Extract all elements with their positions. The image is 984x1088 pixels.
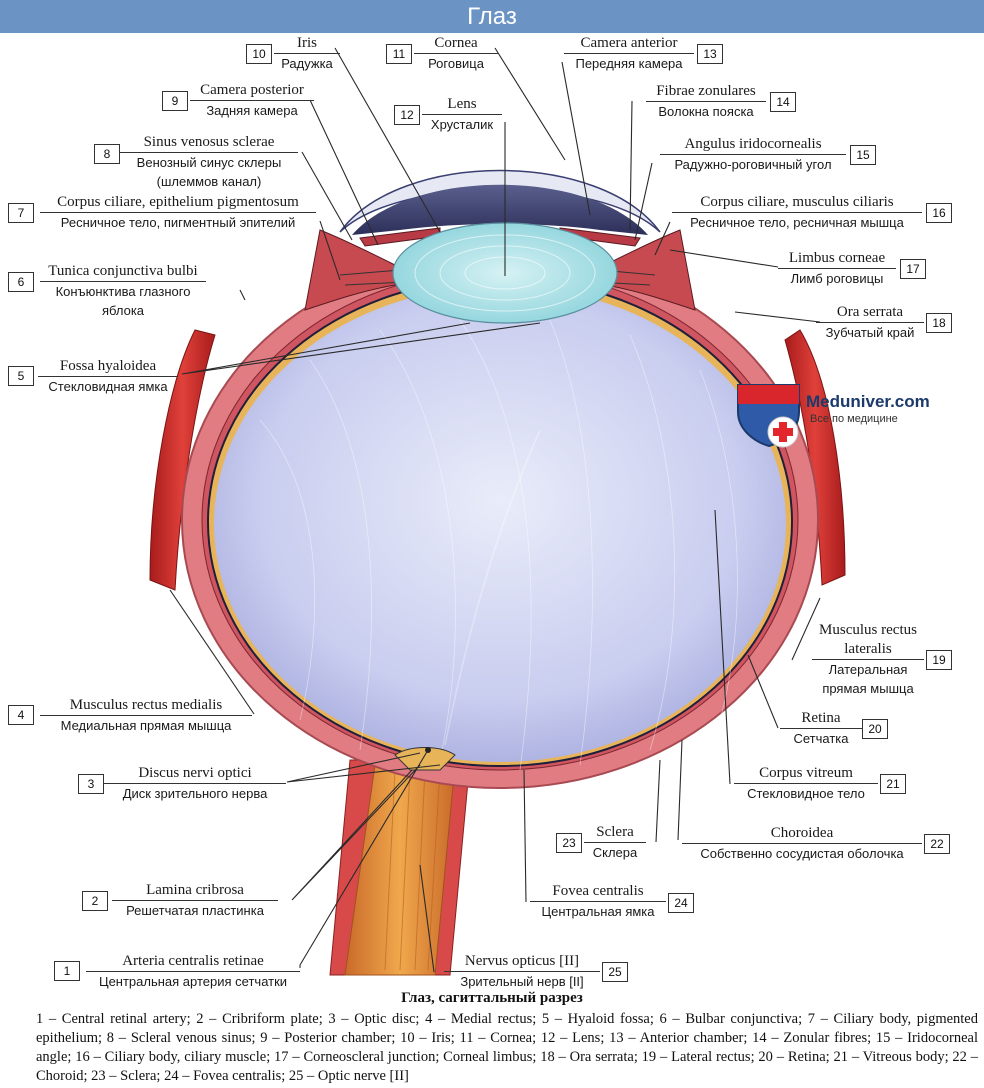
vitreous-fibres bbox=[259, 319, 738, 771]
label-number-14: 14 bbox=[770, 92, 796, 112]
meduniver-logo-icon bbox=[737, 384, 800, 448]
label-number-19: 19 bbox=[926, 650, 952, 670]
label-number-10: 10 bbox=[246, 44, 272, 64]
optic-nerve bbox=[329, 759, 471, 976]
anterior-chamber bbox=[352, 184, 648, 235]
optic-disc bbox=[394, 747, 456, 771]
caption-title: Глаз, сагиттальный разрез bbox=[401, 990, 583, 1006]
label-number-4: 4 bbox=[8, 705, 34, 725]
leader-lines bbox=[169, 47, 821, 973]
label-number-7: 7 bbox=[8, 203, 34, 223]
logo-name: Meduniver.com bbox=[806, 392, 930, 411]
logo-tagline: Все по медицине bbox=[810, 413, 898, 425]
label-number-5: 5 bbox=[8, 366, 34, 386]
label-number-25: 25 bbox=[602, 962, 628, 982]
label-number-20: 20 bbox=[862, 719, 888, 739]
label-number-18: 18 bbox=[926, 313, 952, 333]
label-number-16: 16 bbox=[926, 203, 952, 223]
label-number-3: 3 bbox=[78, 774, 104, 794]
label-25: Nervus opticus [II]Зрительный нерв [II] bbox=[444, 952, 600, 991]
vitreous-body bbox=[214, 286, 786, 762]
label-number-21: 21 bbox=[880, 774, 906, 794]
zonular-fibres bbox=[339, 269, 656, 286]
caption-text: 1 – Central retinal artery; 2 – Cribrifo… bbox=[36, 1011, 978, 1084]
medial-rectus-muscle bbox=[149, 329, 216, 591]
eye-sagittal-section-illustration bbox=[149, 47, 846, 976]
label-number-12: 12 bbox=[394, 105, 420, 125]
label-number-23: 23 bbox=[556, 833, 582, 853]
page-title: Глаз bbox=[0, 0, 984, 33]
label-number-8: 8 bbox=[94, 144, 120, 164]
ciliary-body-left bbox=[304, 229, 396, 311]
label-number-2: 2 bbox=[82, 891, 108, 911]
label-number-6: 6 bbox=[8, 272, 34, 292]
label-number-17: 17 bbox=[900, 259, 926, 279]
label-number-9: 9 bbox=[162, 91, 188, 111]
label-number-13: 13 bbox=[697, 44, 723, 64]
label-number-1: 1 bbox=[54, 961, 80, 981]
label-number-15: 15 bbox=[850, 145, 876, 165]
label-number-24: 24 bbox=[668, 893, 694, 913]
label-number-22: 22 bbox=[924, 834, 950, 854]
label-number-11: 11 bbox=[386, 44, 412, 64]
